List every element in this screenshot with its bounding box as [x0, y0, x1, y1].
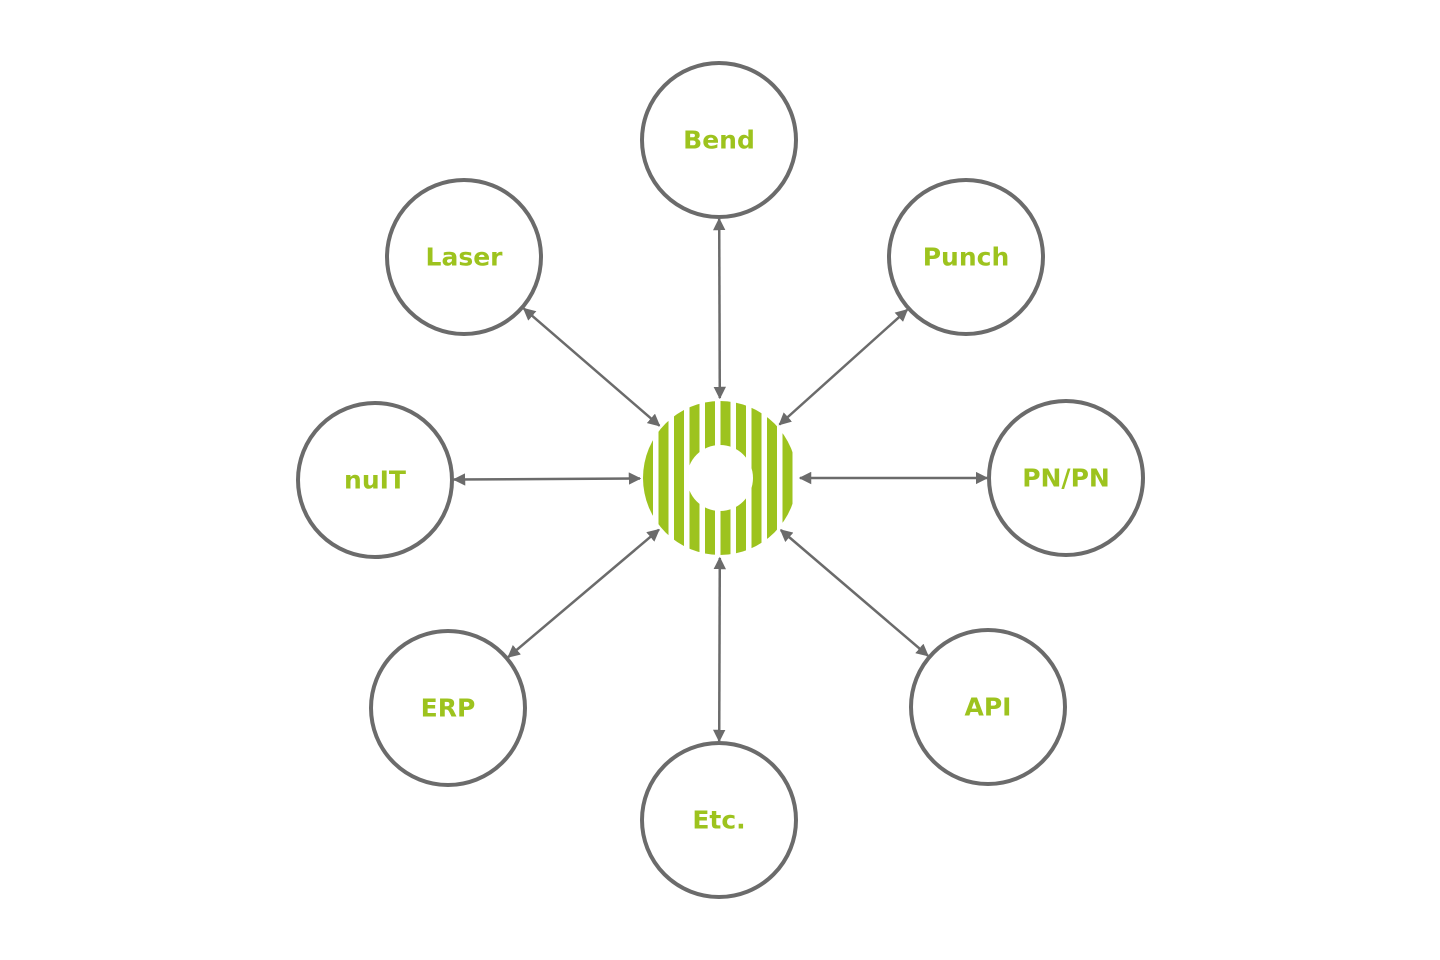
hub-stripe [767, 401, 777, 555]
node-api-connector [779, 529, 929, 657]
hub-stripe [751, 401, 762, 555]
nodes: Bend Punch PN/PN API Etc. ERP nuIT Lase [296, 61, 1145, 899]
node-pn-pn: PN/PN [987, 399, 1145, 557]
node-pn-pn-label: PN/PN [1022, 464, 1110, 493]
node-bend-label: Bend [683, 126, 755, 155]
node-laser-label: Laser [426, 243, 504, 272]
node-erp-connector [507, 528, 660, 658]
node-laser-connector [522, 307, 661, 427]
hub-stripe [782, 401, 793, 555]
hub-stripe [658, 401, 669, 555]
node-punch-connector [778, 308, 909, 426]
node-etc-connector [712, 556, 727, 743]
node-bend: Bend [640, 61, 798, 219]
node-laser: Laser [385, 178, 543, 336]
connectors [452, 217, 989, 743]
node-bend-circle [640, 61, 798, 219]
node-laser-circle [385, 178, 543, 336]
node-erp: ERP [369, 629, 527, 787]
node-etc-label: Etc. [692, 806, 745, 835]
node-erp-circle [369, 629, 527, 787]
node-nult-connector [452, 472, 642, 486]
node-bend-connector [712, 217, 727, 400]
node-punch-circle [887, 178, 1045, 336]
hub-stripe [674, 401, 684, 555]
node-etc: Etc. [640, 741, 798, 899]
node-punch-label: Punch [923, 243, 1010, 272]
node-etc-circle [640, 741, 798, 899]
striped-ring-hub-icon [643, 401, 793, 555]
hub-stripe [643, 401, 653, 555]
node-nult-label: nuIT [344, 466, 406, 495]
node-nult: nuIT [296, 401, 454, 559]
node-pn-pn-circle [987, 399, 1145, 557]
node-erp-label: ERP [421, 694, 476, 723]
node-punch: Punch [887, 178, 1045, 336]
node-api: API [909, 628, 1067, 786]
node-api-label: API [965, 693, 1012, 722]
node-api-circle [909, 628, 1067, 786]
node-nult-circle [296, 401, 454, 559]
